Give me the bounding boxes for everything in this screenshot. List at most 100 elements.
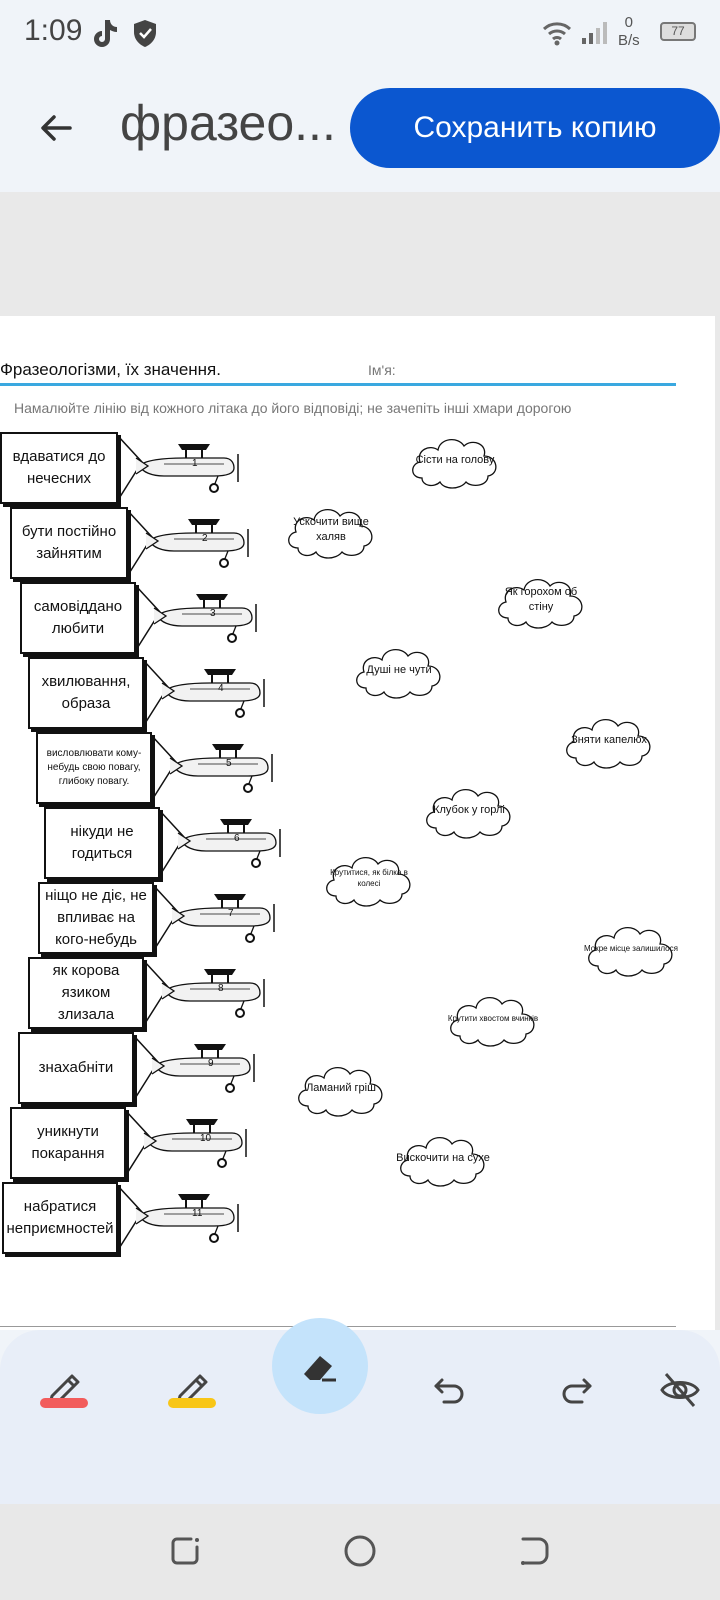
name-label: Ім'я: [368, 362, 396, 378]
biplane-icon [177, 819, 281, 868]
plane-banner-8: як корова язиком злизала [28, 957, 144, 1029]
cloud-icon [356, 649, 441, 699]
worksheet-instruction: Намалюйте лінію від кожного літака до йо… [14, 400, 572, 416]
cloud-text: Ускочити вище халяв [293, 516, 369, 543]
net-speed-unit: B/s [618, 32, 640, 49]
pen-tool[interactable] [16, 1342, 112, 1438]
cloud-icon [566, 719, 651, 769]
plane-number: 11 [192, 1208, 203, 1219]
biplane-icon [169, 744, 273, 793]
cloud-text: Сісти на голову [415, 453, 495, 466]
drawing-toolbar [0, 1318, 720, 1458]
cloud-text: Крутити хвостом вчинків [447, 1013, 539, 1023]
biplane-icon [161, 969, 265, 1018]
plane-number: 9 [208, 1058, 214, 1069]
highlighter-tool[interactable] [144, 1342, 240, 1438]
cloud-answer: Крутитися, як білка в колесі [322, 846, 416, 910]
pen-color-indicator [40, 1398, 88, 1408]
highlighter-color-indicator [168, 1398, 216, 1408]
plane-banner-5: висловлювати кому-небудь свою повагу, гл… [36, 732, 152, 804]
cloud-icon [450, 997, 535, 1047]
recent-apps-button[interactable] [160, 1526, 210, 1576]
plane-number: 6 [234, 833, 240, 844]
cloud-icon [498, 579, 583, 629]
save-copy-button[interactable]: Сохранить копию [350, 88, 720, 168]
cloud-answer: Сісти на голову [408, 428, 502, 492]
status-bar: 1:09 0 B/s 77 [0, 0, 720, 68]
system-navigation-bar [0, 1504, 720, 1600]
nav-back-icon [521, 1537, 549, 1565]
cloud-text: Клубок у горлі [433, 803, 505, 816]
plane-number: 1 [192, 458, 198, 469]
cloud-icon [326, 857, 411, 907]
cloud-answer: Ламаний гріш [294, 1056, 388, 1120]
cloud-text: Як горохом об стіну [504, 586, 578, 613]
plane-banner-2: бути постійно зайнятим [10, 507, 128, 579]
plane-banner-10: уникнути покарання [10, 1107, 126, 1179]
redo-button[interactable] [528, 1342, 624, 1438]
cloud-text: Ламаний гріш [306, 1081, 376, 1094]
cloud-text: Зняти капелюх [571, 733, 647, 746]
plane-banner-6: нікуди не годиться [44, 807, 160, 879]
biplane-icon [153, 594, 257, 643]
cloud-text: Крутитися, як білка в колесі [330, 868, 408, 888]
shield-icon [132, 18, 158, 52]
plane-number: 3 [210, 608, 216, 619]
cloud-icon [588, 927, 673, 977]
plane-number: 4 [218, 683, 224, 694]
eye-off-icon [660, 1373, 700, 1407]
biplane-icon [151, 1044, 255, 1093]
status-time: 1:09 [24, 14, 83, 47]
cloud-text: Мокре місце залишилося [584, 943, 678, 953]
cloud-icon [400, 1137, 485, 1187]
biplane-icon [143, 1119, 247, 1168]
undo-icon [434, 1378, 464, 1404]
home-button[interactable] [335, 1526, 385, 1576]
recent-apps-icon [171, 1537, 199, 1565]
plane-banner-1: вдаватися до нечесних [0, 432, 118, 504]
app-bar: фразео... Сохранить копию [0, 68, 720, 192]
plane-banner-3: самовіддано любити [20, 582, 136, 654]
system-back-button[interactable] [510, 1526, 560, 1576]
undo-button[interactable] [402, 1342, 498, 1438]
worksheet-page[interactable]: Фразеологізми, їх значення. Ім'я: Намалю… [0, 316, 715, 1330]
eraser-icon [304, 1356, 336, 1382]
biplane-icon [161, 669, 265, 718]
cloud-answer: Душі не чути [352, 638, 446, 702]
cloud-answer: Клубок у горлі [422, 778, 516, 842]
header-rule [0, 383, 676, 386]
redo-icon [562, 1378, 592, 1404]
battery-indicator: 77 [660, 22, 696, 41]
plane-banner-9: знахабніти [18, 1032, 134, 1104]
document-title: фразео... [120, 95, 336, 151]
plane-number: 10 [200, 1133, 212, 1144]
plane-banner-7: ніщо не діє, не впливає на кого-небудь [38, 882, 154, 954]
biplane-icon [135, 1194, 239, 1243]
net-speed-value: 0 [624, 14, 634, 31]
cloud-answer: Ускочити вище халяв [284, 498, 378, 562]
home-icon [344, 1535, 376, 1567]
cloud-icon [412, 439, 497, 489]
cloud-icon [288, 509, 373, 559]
cloud-icon [426, 789, 511, 839]
hide-annotations-button[interactable] [632, 1342, 720, 1438]
plane-banner-11: набратися неприємностей [2, 1182, 118, 1254]
biplane-icon [171, 894, 275, 943]
back-arrow-icon[interactable] [30, 102, 82, 154]
tiktok-icon [90, 18, 118, 52]
wifi-icon [542, 20, 572, 50]
signal-icon [580, 20, 610, 50]
cloud-text: Душі не чути [366, 663, 432, 676]
plane-banner-4: хвилювання, образа [28, 657, 144, 729]
cloud-answer: Як горохом об стіну [494, 568, 588, 632]
eraser-tool[interactable] [272, 1318, 368, 1414]
plane-number: 8 [218, 983, 224, 994]
cloud-text: Вискочити на сухе [396, 1151, 490, 1164]
cloud-answer: Мокре місце залишилося [584, 916, 678, 980]
plane-number: 2 [202, 533, 208, 544]
plane-number: 7 [228, 908, 234, 919]
biplane-icon [135, 444, 239, 493]
worksheet-title: Фразеологізми, їх значення. [0, 360, 221, 379]
plane-number: 5 [226, 758, 232, 769]
biplane-icon [145, 519, 249, 568]
